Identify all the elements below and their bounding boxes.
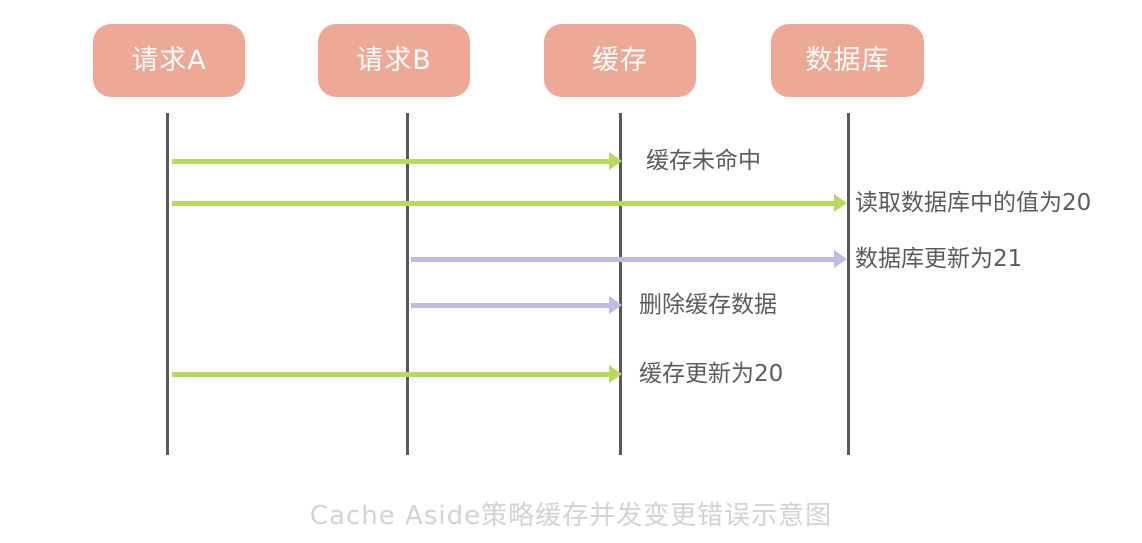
diagram-caption: Cache Aside策略缓存并发变更错误示意图 xyxy=(309,501,833,531)
participant-label-request-a: 请求A xyxy=(131,45,207,76)
message-label-5: 缓存更新为20 xyxy=(639,361,784,387)
message-line-1 xyxy=(172,159,610,164)
message-label-2: 读取数据库中的值为20 xyxy=(855,190,1092,216)
message-arrowhead-5 xyxy=(609,365,622,383)
message-label-3: 数据库更新为21 xyxy=(855,246,1023,272)
message-line-4 xyxy=(411,303,610,308)
message-arrowhead-4 xyxy=(609,296,622,314)
message-arrowhead-3 xyxy=(834,250,847,268)
message-label-4: 删除缓存数据 xyxy=(639,292,777,318)
participant-box-database[interactable]: 数据库 xyxy=(771,24,924,97)
message-label-1: 缓存未命中 xyxy=(646,148,761,174)
lifeline-database xyxy=(847,113,850,455)
message-arrowhead-2 xyxy=(834,194,847,212)
lifeline-cache xyxy=(619,113,622,455)
participant-label-database: 数据库 xyxy=(805,45,890,76)
lifeline-request-a xyxy=(166,113,169,455)
participant-box-request-b[interactable]: 请求B xyxy=(318,24,470,97)
lifeline-request-b xyxy=(406,113,409,455)
participant-box-request-a[interactable]: 请求A xyxy=(93,24,245,97)
participant-label-cache: 缓存 xyxy=(592,45,648,76)
message-line-5 xyxy=(172,372,610,377)
message-line-3 xyxy=(411,257,835,262)
message-arrowhead-1 xyxy=(609,152,622,170)
message-line-2 xyxy=(172,201,835,206)
participant-label-request-b: 请求B xyxy=(356,45,432,76)
participant-box-cache[interactable]: 缓存 xyxy=(544,24,696,97)
